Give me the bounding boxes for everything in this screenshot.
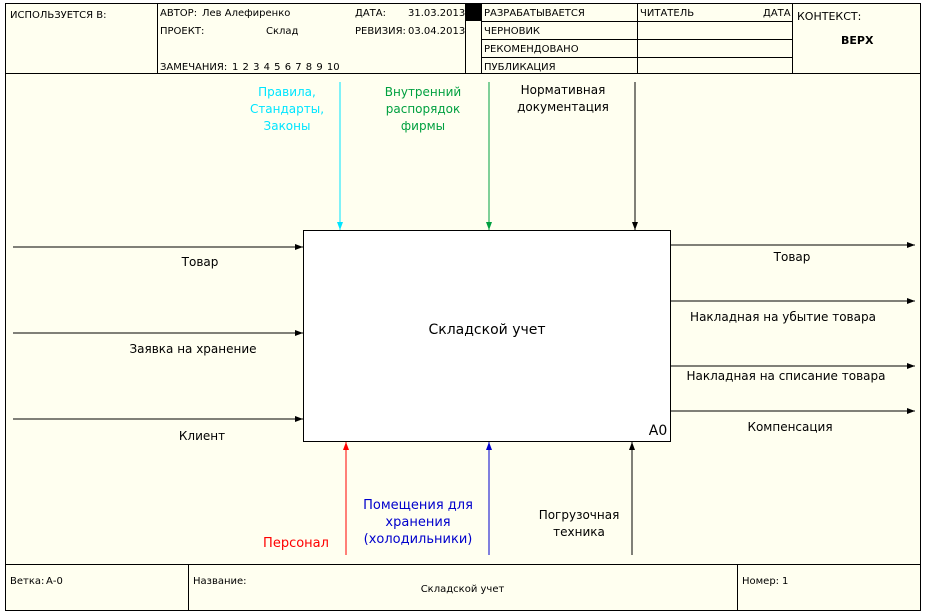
context-value: ВЕРХ [841,34,874,47]
control-label-normative: Нормативная документация [517,83,609,114]
mechanism-label-premises: Помещения для хранения (холодильники) [363,498,473,547]
author-label: АВТОР: [160,8,198,19]
header-grid [5,3,921,74]
status-marker [466,4,481,21]
revision-label: РЕВИЗИЯ: [355,26,406,37]
mechanism-label-equipment: Погрузочная техника [538,508,620,539]
status-publication[interactable]: ПУБЛИКАЦИЯ [484,62,556,73]
notes-values: 1 2 3 4 5 6 7 8 9 10 [232,62,340,73]
number-value: 1 [782,576,789,587]
project-label: ПРОЕКТ: [160,26,205,37]
input-label-goods: Товар [181,255,219,269]
project-value: Склад [266,26,299,37]
input-label-request: Заявка на хранение [129,342,257,356]
footer-grid [5,564,921,611]
output-label-departure: Накладная на убытие товара [690,310,876,324]
status-draft[interactable]: ЧЕРНОВИК [484,26,541,37]
context-label: КОНТЕКСТ: [797,10,862,23]
title-value: Складской учет [420,584,505,595]
activity-name: Складской учет [428,322,546,338]
notes-label: ЗАМЕЧАНИЯ: [160,62,228,73]
output-label-writeoff: Накладная на списание товара [686,369,886,383]
node-value: А-0 [46,576,63,587]
date-label: ДАТА: [355,8,386,19]
activity-box[interactable] [303,230,671,442]
node-label: Ветка: [10,576,45,587]
reader-label: ЧИТАТЕЛЬ [640,8,695,19]
mechanism-label-staff: Персонал [263,536,329,551]
status-developing[interactable]: РАЗРАБАТЫВАЕТСЯ [484,8,585,19]
input-label-client: Клиент [178,429,226,443]
date-value: 31.03.2013 [408,8,466,19]
output-label-compensation: Компенсация [747,420,833,434]
control-label-rules: Правила, Стандарты, Законы [249,85,325,133]
author-value: Лев Алефиренко [202,8,291,19]
title-label: Название: [193,576,247,587]
revision-value: 03.04.2013 [408,26,466,37]
output-label-goods: Товар [773,250,811,264]
status-recommended[interactable]: РЕКОМЕНДОВАНО [484,44,579,55]
used-in-label: ИСПОЛЬЗУЕТСЯ В: [10,10,107,21]
activity-id: A0 [648,423,668,439]
number-label: Номер: [742,576,780,587]
reader-date-label: ДАТА [763,8,791,19]
control-label-internal: Внутренний распорядок фирмы [384,85,462,133]
